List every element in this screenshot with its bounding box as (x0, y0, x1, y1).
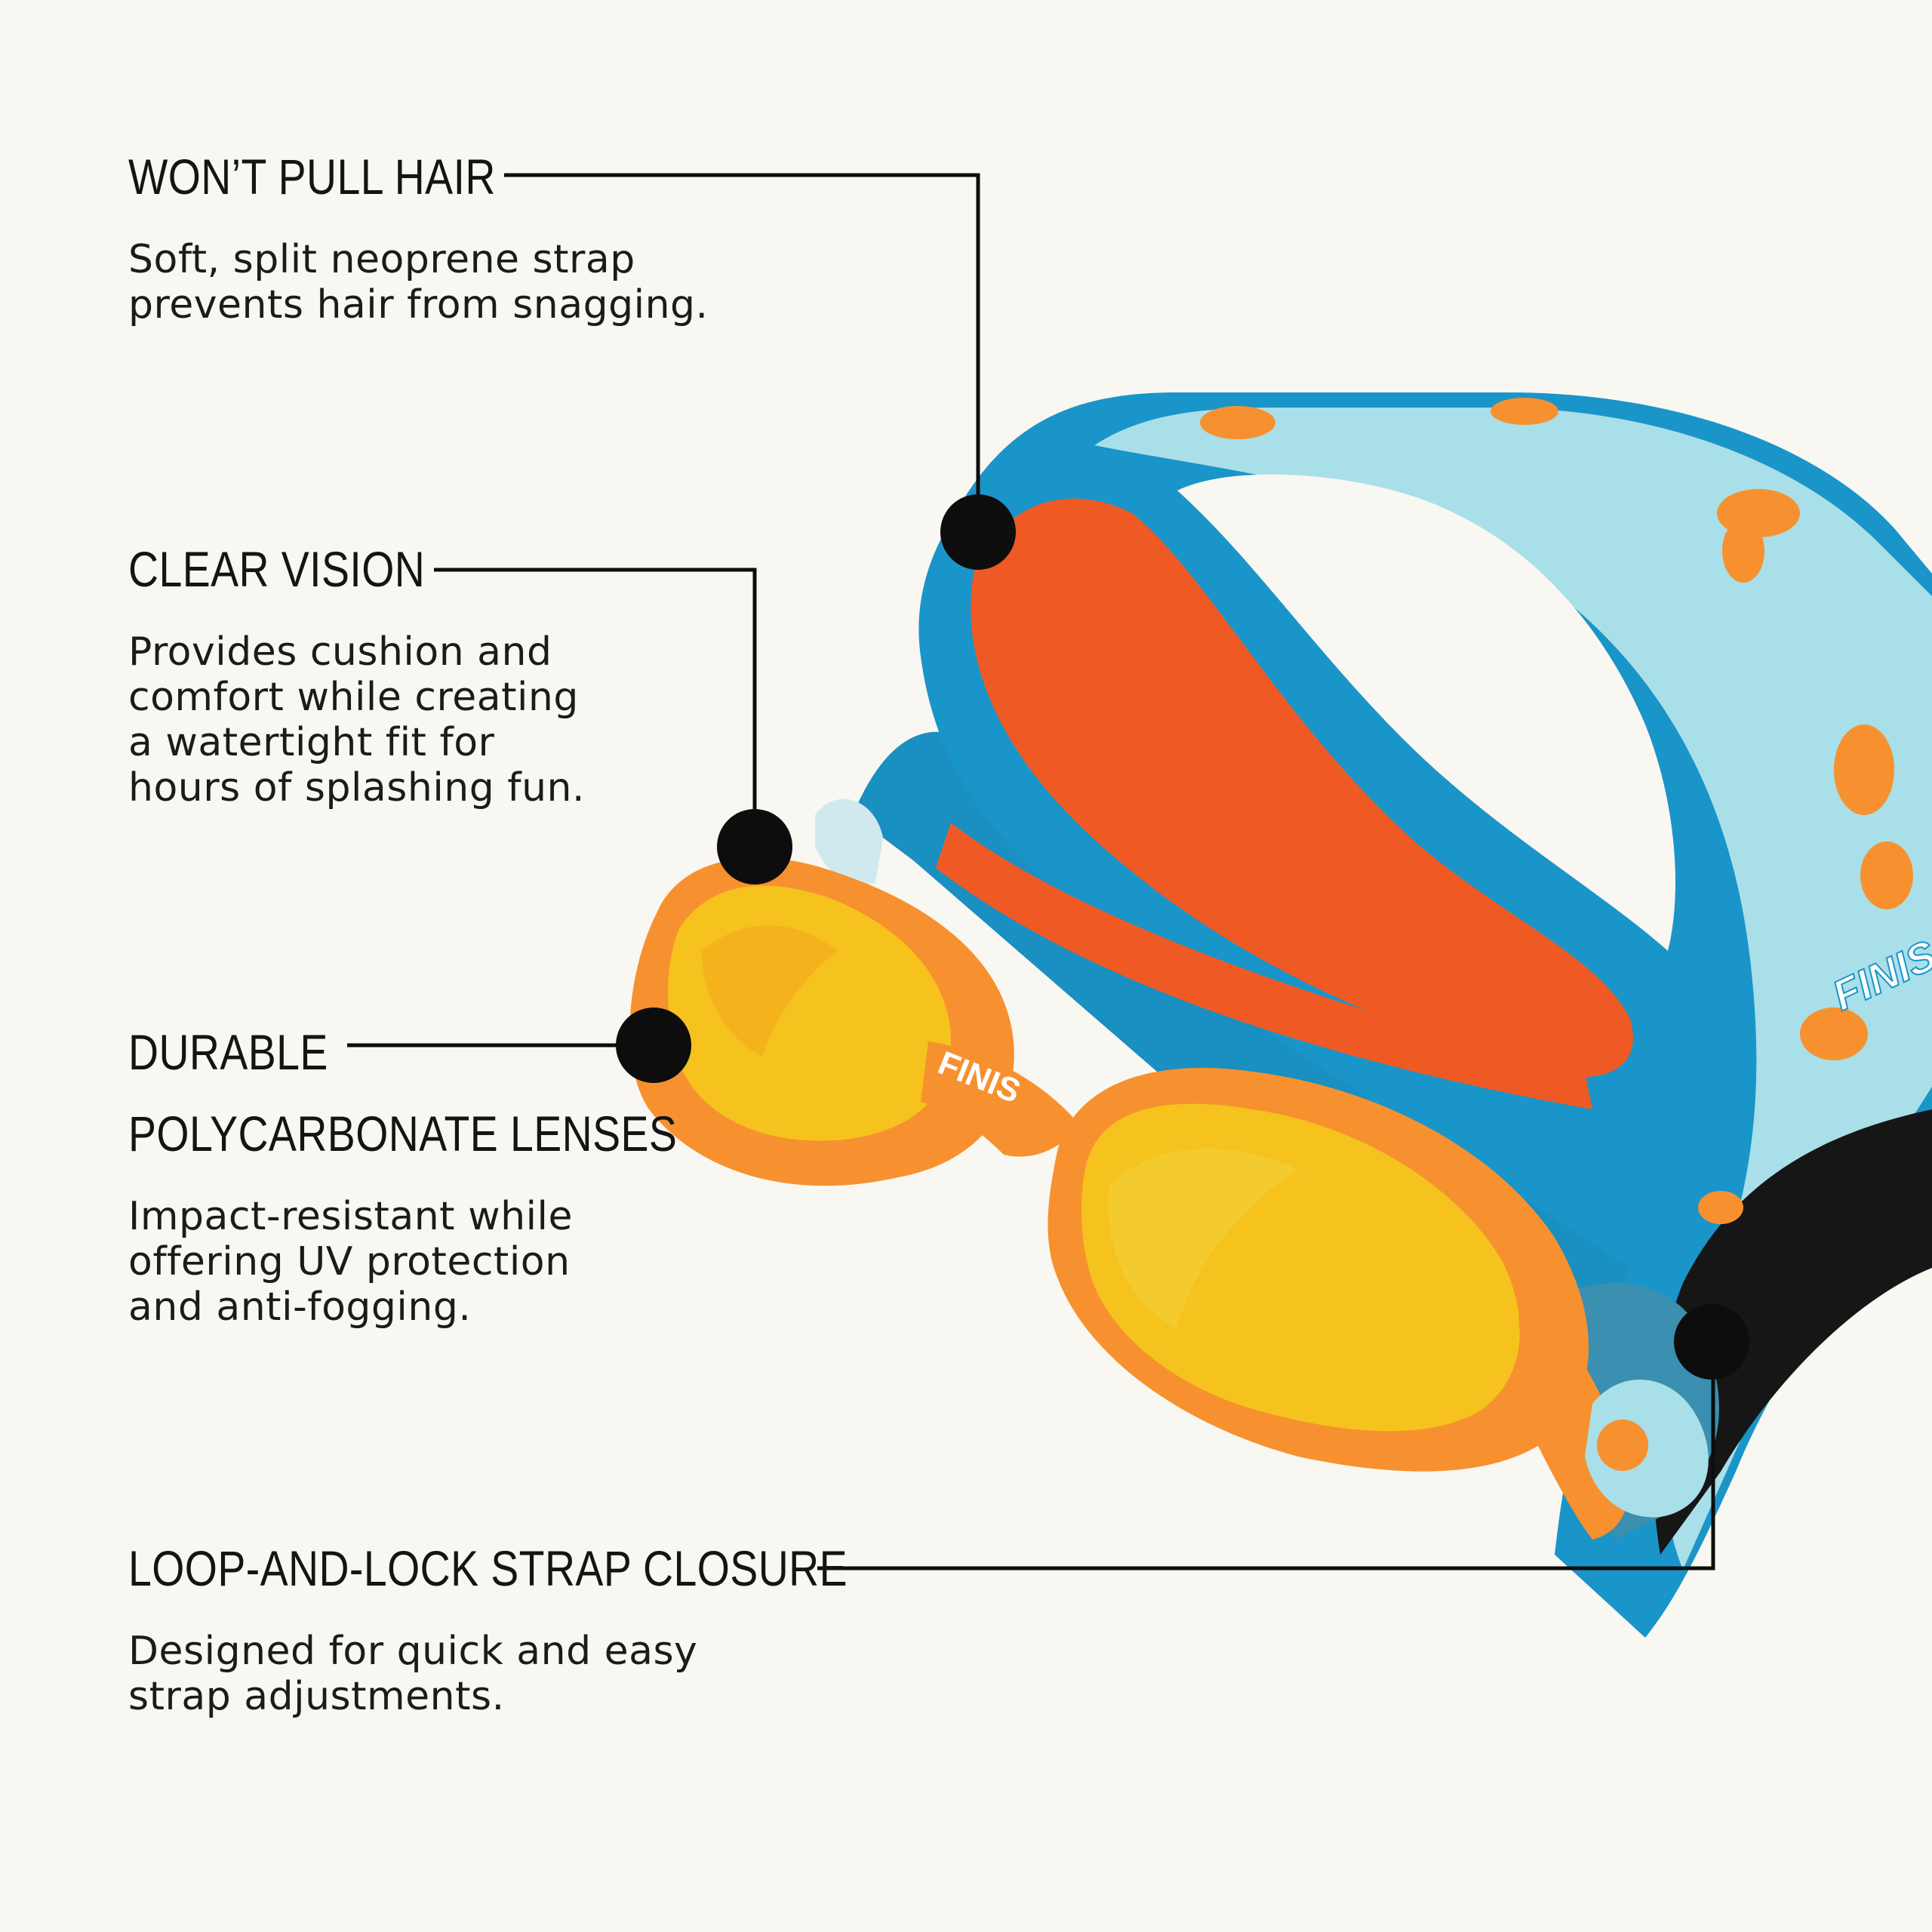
callout-dot-vision (717, 809, 792, 884)
feature-description: Provides cushion and comfort while creat… (128, 629, 586, 811)
buckle-button (1597, 1420, 1648, 1471)
callout-dot-closure (1674, 1304, 1749, 1380)
callout-line-closure (817, 1343, 1715, 1571)
nose-bridge (921, 1041, 1079, 1157)
feature-heading-line-1: DURABLE (128, 1024, 328, 1080)
goggle-frame (629, 857, 1629, 1540)
feature-description: Impact-resistant while offering UV prote… (128, 1194, 573, 1330)
feature-clear-vision: CLEAR VISION Provides cushion and comfor… (128, 528, 585, 811)
feature-description: Designed for quick and easy strap adjust… (128, 1629, 698, 1719)
callout-line-vision (434, 568, 757, 845)
feature-heading: WON’T PULL HAIR (128, 149, 496, 205)
left-strap-anchor (815, 798, 883, 884)
feature-loop-and-lock: LOOP-AND-LOCK STRAP CLOSURE Designed for… (128, 1527, 985, 1719)
feature-heading-line-2: POLYCARBONATE LENSES (128, 1106, 678, 1161)
feature-heading: DURABLE POLYCARBONATE LENSES (128, 1011, 677, 1174)
duck-prints (1200, 398, 1913, 1224)
velcro-strip (1653, 1109, 1932, 1555)
strap-inner-lining (971, 498, 1633, 1078)
right-lens-reflection (1108, 1149, 1298, 1328)
feature-heading: CLEAR VISION (128, 541, 426, 597)
feature-wont-pull-hair: WON’T PULL HAIR Soft, split neoprene str… (128, 136, 709, 328)
callout-dot-hair (940, 494, 1016, 570)
callout-line-hair (504, 173, 980, 528)
left-lens-reflection (702, 925, 838, 1057)
callout-lines (347, 173, 1715, 1571)
callout-dot-lenses (616, 1008, 691, 1083)
feature-description: Soft, split neoprene strap prevents hair… (128, 237, 709, 328)
strap-buckle (1585, 1379, 1709, 1518)
feature-heading: LOOP-AND-LOCK STRAP CLOSURE (128, 1540, 848, 1596)
feature-durable-lenses: DURABLE POLYCARBONATE LENSES Impact-resi… (128, 1011, 782, 1330)
strap-window (1177, 474, 1675, 951)
callout-dots (616, 494, 1749, 1380)
lower-strap-lining (936, 823, 1592, 1109)
